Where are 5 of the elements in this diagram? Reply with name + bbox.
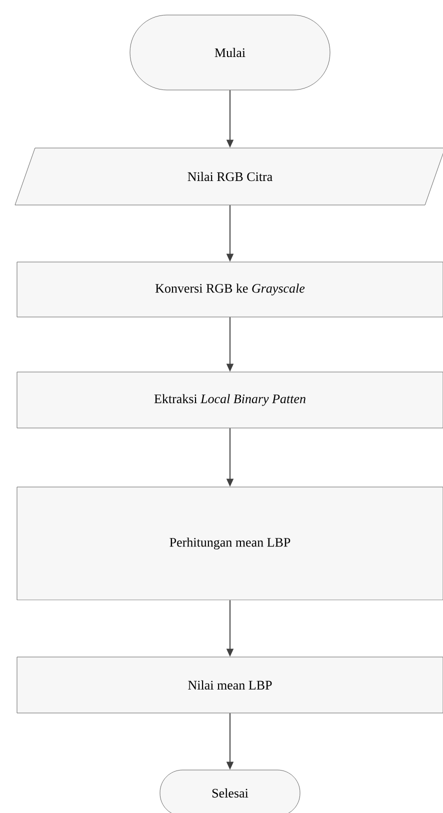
process-box: Perhitungan mean LBP <box>16 486 443 600</box>
process-box: Nilai mean LBP <box>16 656 443 714</box>
process-box: Ektraksi Local Binary Patten <box>16 372 443 428</box>
input-parallelogram: Nilai RGB Citra <box>14 148 443 206</box>
process-box: Konversi RGB ke Grayscale <box>16 262 443 318</box>
